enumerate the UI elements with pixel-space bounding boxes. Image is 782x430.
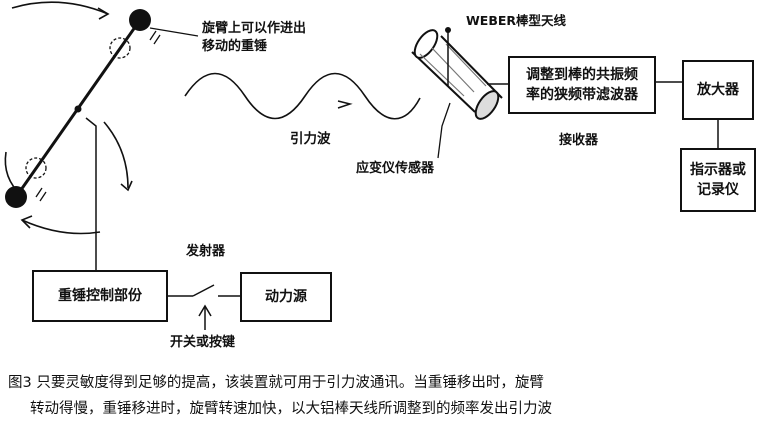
caption-line2: 转动得慢，重锤移进时，旋臂转速加快，以大铝棒天线所调整到的频率发出引力波: [30, 401, 552, 417]
amplifier-label: 放大器: [697, 81, 739, 98]
tuned-filter-line1: 调整到棒的共振频: [526, 66, 638, 83]
switch-label: 开关或按键: [170, 335, 236, 350]
indicator-line1: 指示器或: [690, 161, 746, 178]
gravity-wave-label: 引力波: [290, 131, 331, 147]
top-weight: [129, 9, 151, 31]
transmitter-label: 发射器: [186, 244, 226, 259]
receiver-label: 接收器: [559, 133, 599, 148]
top-weight-inner-position: [109, 37, 131, 59]
weight-motion-arrows: [35, 30, 161, 202]
bottom-weight-inner-position: [25, 157, 47, 179]
wave-direction-arrow: [337, 100, 353, 109]
antenna-label: WEBER棒型天线: [466, 13, 567, 28]
gravity-wave: [184, 72, 421, 120]
pivot: [74, 105, 82, 113]
bottom-weight: [5, 186, 27, 208]
strain-sensor-label: 应变仪传感器: [356, 161, 435, 176]
weight-control-label: 重锤控制部份: [58, 287, 142, 304]
rotation-arrows: [4, 1, 133, 235]
power-source-box: 动力源: [240, 272, 332, 322]
pivot-to-control-wire: [85, 117, 97, 270]
tuned-filter-line2: 率的狭频带滤波器: [526, 87, 638, 103]
weight-control-box: 重锤控制部份: [32, 270, 168, 322]
power-source-label: 动力源: [265, 288, 307, 305]
indicator-recorder-box: 指示器或 记录仪: [680, 148, 756, 212]
switch-circuit: [168, 284, 240, 330]
tuned-filter-box: 调整到棒的共振频 率的狭频带滤波器: [508, 56, 656, 114]
amplifier-box: 放大器: [682, 60, 754, 120]
indicator-line2: 记录仪: [697, 182, 739, 198]
weber-bar-antenna: [411, 29, 503, 120]
arm-label-leader: [149, 27, 199, 37]
rotating-arm-label-line2: 移动的重锤: [202, 39, 268, 54]
rotating-arm-label-line1: 旋臂上可以作进出: [202, 21, 307, 36]
antenna-pointer-dot: [445, 27, 451, 33]
caption-line1: 图3 只要灵敏度得到足够的提高，该装置就可用于引力波通讯。当重锤移出时，旋臂: [8, 375, 544, 391]
sensor-leader: [437, 102, 451, 159]
